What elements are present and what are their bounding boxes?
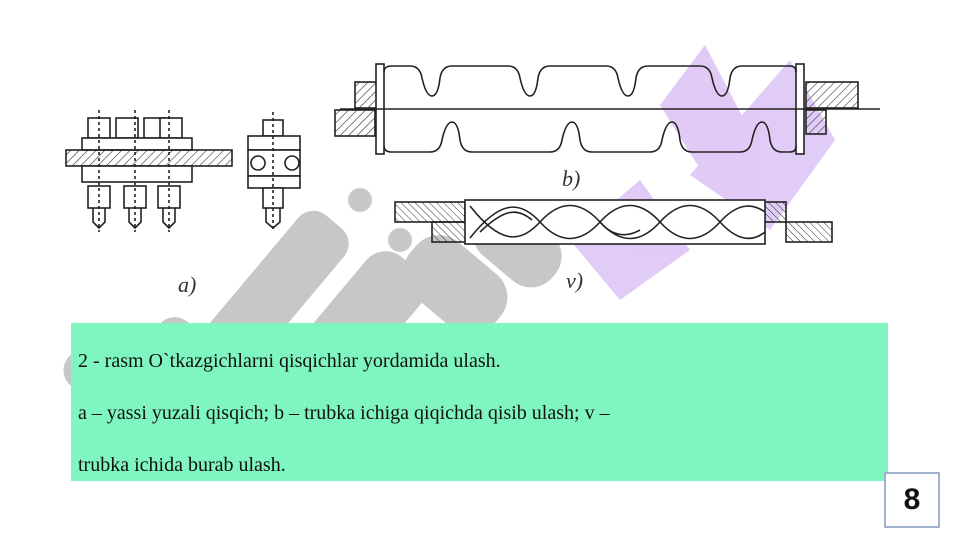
label-v: v) <box>566 268 583 293</box>
caption-line-3: trubka ichida burab ulash. <box>78 454 286 476</box>
figure-b-crimp-tube <box>334 63 880 155</box>
caption-box: 2 - rasm O`tkazgichlarni qisqichlar yord… <box>71 323 888 481</box>
figure-a-side-view <box>247 112 301 232</box>
page-number: 8 <box>884 472 940 528</box>
figure-v-twisted-tube <box>394 199 833 245</box>
label-a: a) <box>178 272 196 297</box>
figure-a-flat-clamp <box>65 110 233 232</box>
label-b: b) <box>562 166 580 191</box>
caption-line-2: a – yassi yuzali qisqich; b – trubka ich… <box>78 402 610 424</box>
caption-line-1: 2 - rasm O`tkazgichlarni qisqichlar yord… <box>78 350 501 372</box>
